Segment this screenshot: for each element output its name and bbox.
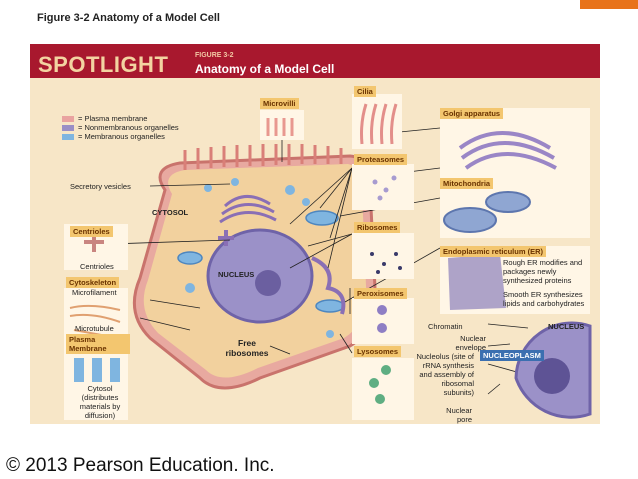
plasma-membrane-label: Plasma Membrane — [66, 334, 130, 354]
ribosomes-label: Ribosomes — [354, 222, 401, 233]
nucleolus-label: Nucleolus (site of rRNA synthesis and as… — [416, 352, 474, 397]
copyright-notice: © 2013 Pearson Education. Inc. — [6, 455, 275, 476]
peroxisomes-label: Peroxisomes — [354, 288, 407, 299]
cilia-label: Cilia — [354, 86, 376, 97]
nucleolus-in-cell — [255, 270, 281, 296]
legend-item: = Plasma membrane — [62, 114, 179, 123]
golgi-in-cell — [219, 195, 277, 224]
mitochondrion-illustration — [443, 207, 497, 233]
peroxisomes-inset — [352, 298, 414, 344]
legend-label: = Membranous organelles — [78, 132, 165, 141]
proteasomes-inset — [352, 164, 414, 210]
figure-number: FIGURE 3-2 — [195, 52, 234, 59]
legend: = Plasma membrane = Nonmembranous organe… — [62, 114, 179, 141]
cytosol-label: CYTOSOL — [152, 208, 189, 217]
nucleolus-detail — [534, 358, 570, 394]
er-in-cell — [311, 256, 346, 315]
nucleoplasm-label: NUCLEOPLASM — [480, 350, 544, 361]
spotlight-heading: SPOTLIGHT — [38, 52, 169, 77]
free-ribosomes-label: Free ribosomes — [225, 338, 269, 358]
top-accent-strip — [580, 0, 638, 9]
legend-swatch — [62, 133, 74, 140]
ribosomes-inset — [352, 233, 414, 279]
mitochondria-label: Mitochondria — [440, 178, 494, 189]
mitochondrion-in-cell — [177, 251, 203, 265]
centrioles-in-cell — [218, 230, 234, 246]
centrioles-tag: Centrioles — [70, 226, 113, 237]
cytoskeleton-label: Cytoskeleton — [66, 277, 120, 288]
chromatin-label: Chromatin — [428, 322, 463, 331]
leader-lines — [109, 110, 529, 395]
microtubule-label: Microtubule — [75, 324, 114, 333]
nucleus-cell-label: NUCLEUS — [218, 270, 255, 279]
legend-label: = Plasma membrane — [78, 114, 148, 123]
mitochondrion-in-cell — [305, 210, 339, 226]
legend-swatch — [62, 124, 74, 131]
legend-item: = Membranous organelles — [62, 132, 179, 141]
lysosomes-label: Lysosomes — [354, 346, 401, 357]
secretory-vesicles-label: Secretory vesicles — [70, 182, 131, 191]
legend-label: = Nonmembranous organelles — [78, 123, 179, 132]
cell-diagram — [64, 94, 592, 420]
rough-er-label: Rough ER modifies and packages newly syn… — [503, 258, 583, 285]
mitochondrion-in-cell — [315, 299, 345, 313]
microvilli-label: Microvilli — [260, 98, 299, 109]
mitochondrion-illustration — [485, 191, 531, 213]
top-bar — [0, 0, 638, 32]
proteasomes-label: Proteasomes — [354, 154, 408, 165]
smooth-er-label: Smooth ER synthesizes lipids and carbohy… — [503, 290, 585, 308]
centrioles-sub-label: Centrioles — [80, 262, 114, 271]
figure-title: Figure 3-2 Anatomy of a Model Cell — [37, 12, 220, 24]
secretory-vesicles-in-cell — [185, 178, 334, 338]
er-label: Endoplasmic reticulum (ER) — [440, 246, 547, 257]
figure-name: Anatomy of a Model Cell — [195, 62, 335, 76]
microvilli-fringe — [183, 144, 343, 170]
golgi-label: Golgi apparatus — [440, 108, 504, 119]
nuclear-envelope-label: Nuclear envelope — [455, 334, 486, 352]
nucleus-detail-label: NUCLEUS — [548, 322, 585, 331]
microfilament-label: Microfilament — [72, 288, 117, 297]
nuclear-pore-label: Nuclear pore — [446, 406, 472, 424]
legend-item: = Nonmembranous organelles — [62, 123, 179, 132]
cilia-inset — [352, 94, 402, 149]
legend-swatch — [62, 115, 74, 122]
cytosol-diffusion-label: Cytosol (distributes materials by diffus… — [79, 384, 121, 420]
header-band — [30, 44, 600, 78]
